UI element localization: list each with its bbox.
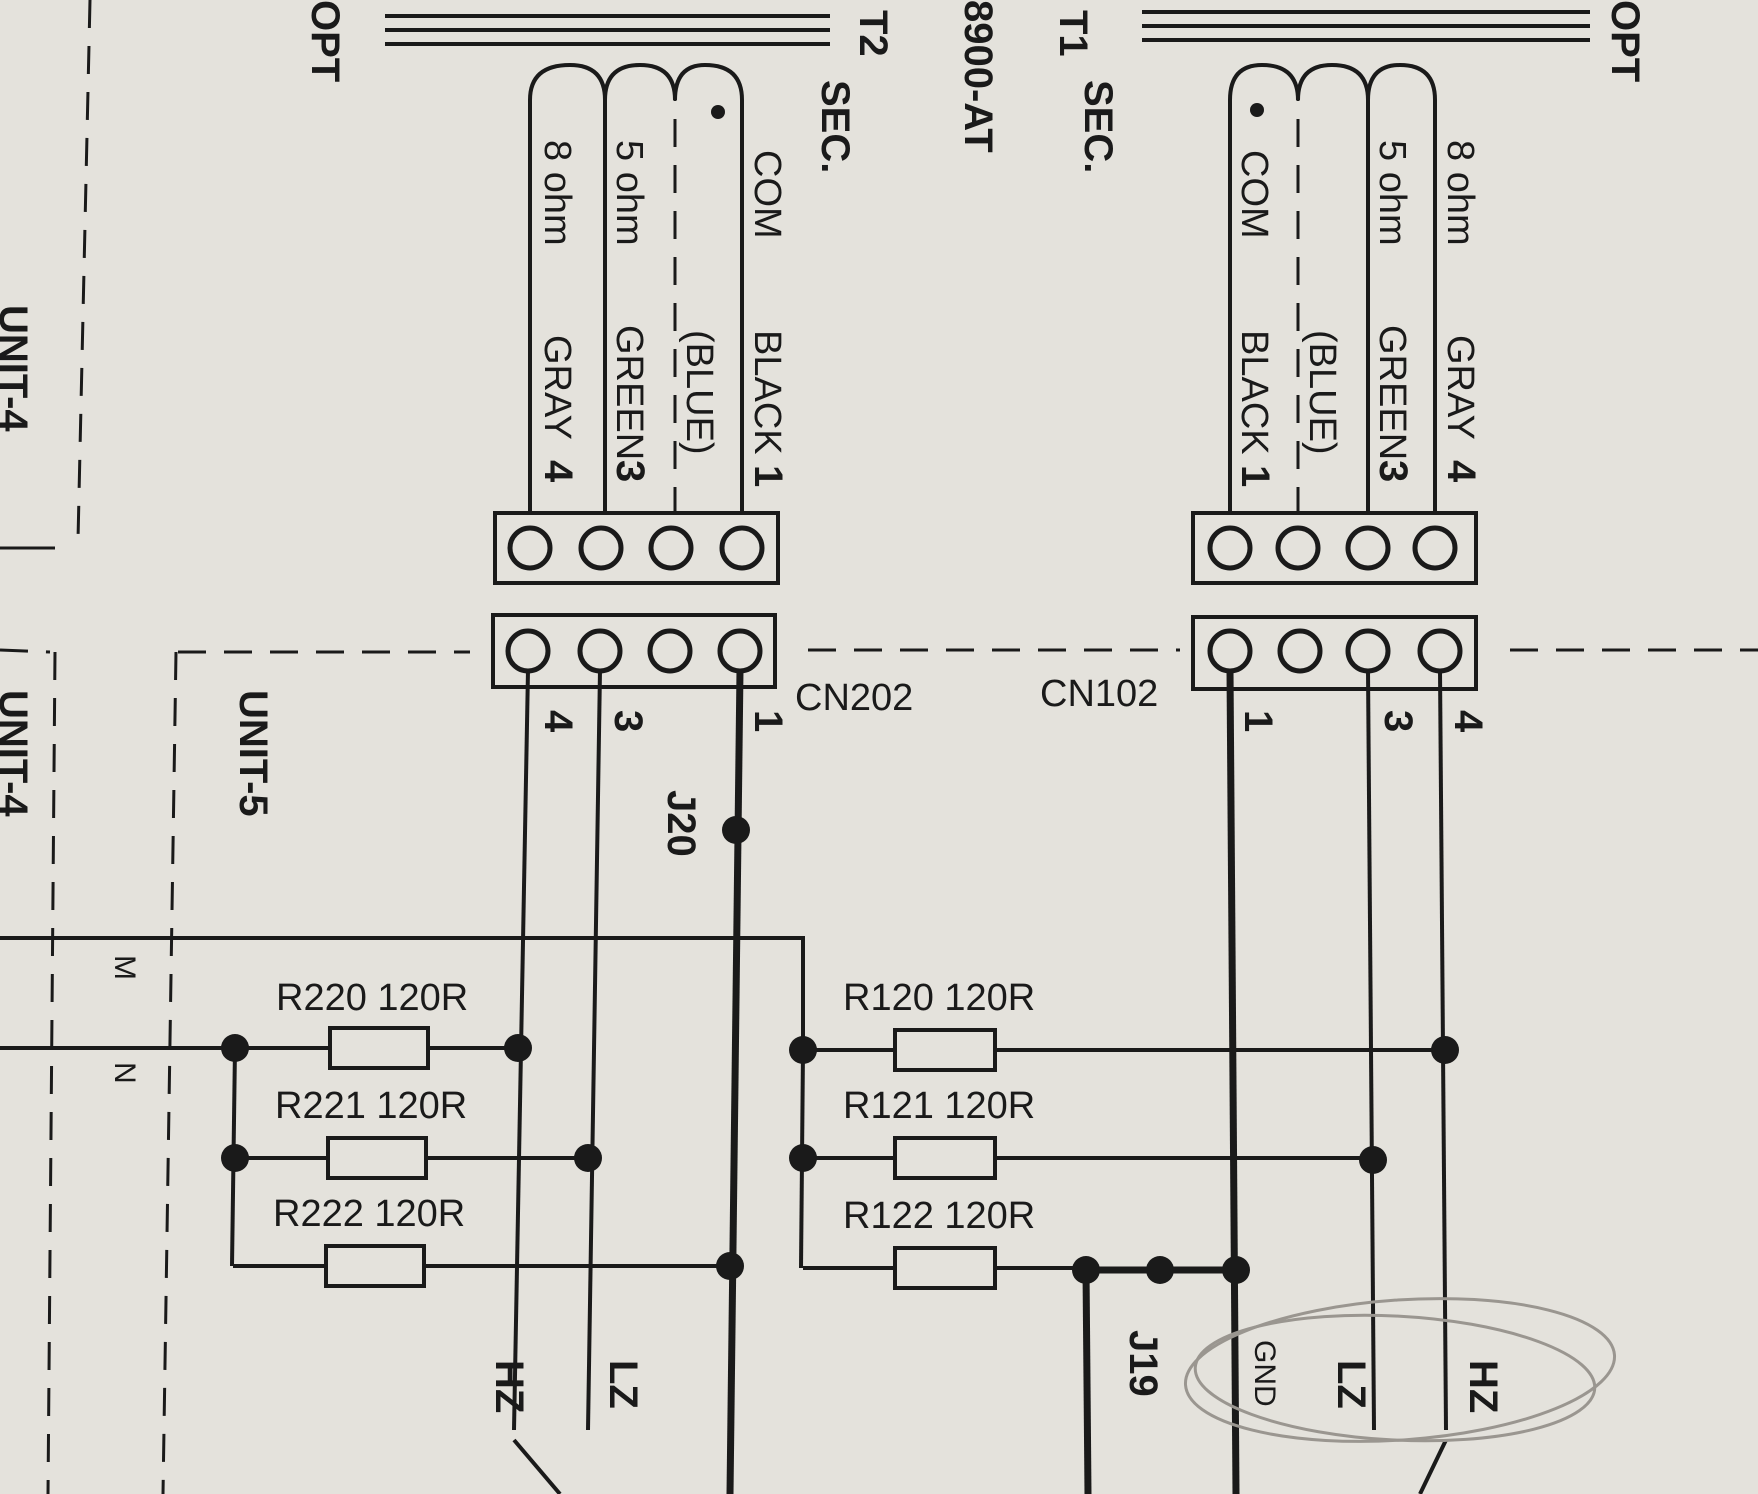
cn202-pin4: 4 (536, 710, 580, 733)
t1-pin1: 1 (1233, 465, 1277, 487)
model-label: 8900-AT (956, 0, 1000, 153)
t2-label: T2 (851, 10, 895, 57)
t2-green: GREEN (608, 325, 650, 460)
t1-8ohm: 8 ohm (1439, 140, 1481, 246)
j19-label: J19 (1121, 1330, 1165, 1397)
t2-com: COM (746, 150, 788, 239)
n-label: N (108, 1062, 141, 1084)
pencil-circle (1183, 1297, 1617, 1443)
t2-pin1: 1 (746, 465, 790, 487)
cn202-pin1: 1 (746, 710, 790, 732)
hz-right-label: HZ (1461, 1360, 1505, 1413)
j20-label: J20 (659, 790, 703, 857)
t1-blue: (BLUE) (1301, 330, 1343, 455)
r221-label: R221 120R (275, 1085, 467, 1127)
opt-right-label: OPT (1603, 0, 1647, 82)
unit4b-label: UNIT-4 (0, 690, 35, 817)
t1-sec-label: SEC. (1076, 80, 1120, 173)
lz-right-label: LZ (1329, 1360, 1373, 1409)
t1-winding (1228, 62, 1437, 515)
t1-com: COM (1233, 150, 1275, 239)
t2-blue: (BLUE) (678, 330, 720, 455)
cn102-pin3: 3 (1376, 710, 1420, 732)
t1-green: GREEN (1371, 325, 1413, 460)
t2-pin4: 4 (536, 460, 580, 483)
left-resistor-network (221, 1026, 744, 1288)
cn102-connector (1191, 615, 1478, 691)
horizontal-labels: CN202 CN102 R220 120R R221 120R R222 120… (273, 673, 1158, 1237)
lz-left-label: LZ (601, 1360, 645, 1409)
r220-label: R220 120R (276, 977, 468, 1019)
t2-black: BLACK (746, 330, 788, 455)
t1-5ohm: 5 ohm (1371, 140, 1413, 246)
r120-label: R120 120R (843, 977, 1035, 1019)
t2-gray: GRAY (536, 335, 578, 440)
t1-pin3: 3 (1371, 460, 1415, 482)
cn202-pin3: 3 (606, 710, 650, 732)
t2-8ohm: 8 ohm (536, 140, 578, 246)
t2-core (385, 14, 830, 46)
t1-core (1142, 10, 1590, 42)
t1-gray: GRAY (1439, 335, 1481, 440)
hz-left-label: HZ (487, 1360, 531, 1413)
mn-lines (0, 936, 805, 1050)
cn202-label: CN202 (795, 677, 913, 719)
unit4-label: UNIT-4 (0, 305, 35, 432)
t2-5ohm: 5 ohm (608, 140, 650, 246)
t1-pin4: 4 (1439, 460, 1483, 483)
t2-plug (493, 511, 780, 585)
cn202-connector (491, 613, 777, 689)
opt-left-label: OPT (303, 0, 347, 82)
cn102-pin4: 4 (1446, 710, 1490, 733)
r122-label: R122 120R (843, 1195, 1035, 1237)
t2-winding (528, 62, 744, 515)
cn102-pin1: 1 (1236, 710, 1280, 732)
j20-dot (722, 816, 750, 844)
t1-label: T1 (1051, 10, 1095, 57)
t1-black: BLACK (1233, 330, 1275, 455)
right-resistor-network (789, 1028, 1459, 1494)
t1-plug (1191, 511, 1478, 585)
t2-pin3: 3 (608, 460, 652, 482)
cn102-label: CN102 (1040, 673, 1158, 715)
gnd-label: GND (1248, 1340, 1281, 1407)
unit5-label: UNIT-5 (231, 690, 275, 817)
t2-sec-label: SEC. (813, 80, 857, 173)
r222-label: R222 120R (273, 1193, 465, 1235)
r121-label: R121 120R (843, 1085, 1035, 1127)
m-label: M (108, 955, 141, 980)
text-labels: OPT T2 SEC. 8900-AT T1 SEC. OPT UNIT-4 U… (0, 0, 1647, 1413)
